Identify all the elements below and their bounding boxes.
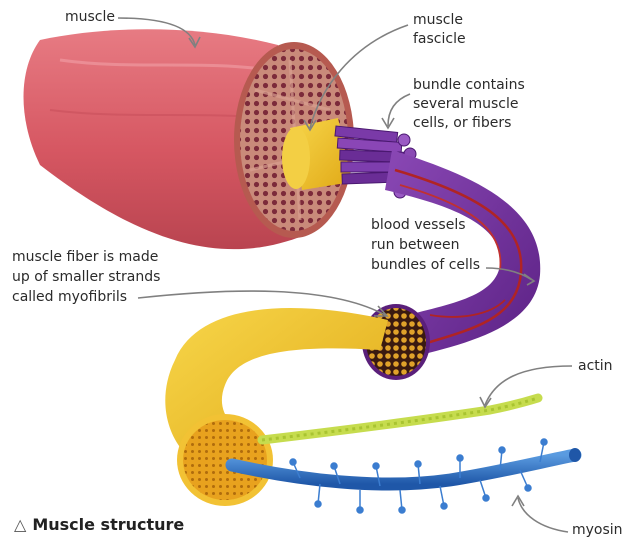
triangle-up-icon: △ [14,515,26,534]
label-bundle-line2: several muscle [413,96,519,113]
label-vessels-line3: bundles of cells [371,257,480,274]
actin-filament [262,398,538,440]
label-fascicle-line2: fascicle [413,31,466,48]
label-fiber-line3: called myofibrils [12,289,127,306]
label-fiber-line2: up of smaller strands [12,269,160,286]
label-muscle: muscle [65,9,115,26]
label-vessels-line1: blood vessels [371,217,466,234]
label-vessels-line2: run between [371,237,460,254]
label-actin: actin [578,358,613,375]
label-bundle-line3: cells, or fibers [413,115,511,132]
label-fascicle-line1: muscle [413,12,463,29]
leader-myosin [518,498,568,532]
label-myosin: myosin [572,522,623,539]
label-fiber-line1: muscle fiber is made [12,249,158,266]
myosin-filament [232,439,581,513]
caption-text: Muscle structure [32,515,184,534]
arrow-myosin [512,496,524,506]
label-bundle-line1: bundle contains [413,77,525,94]
figure-caption: △ Muscle structure [14,515,184,534]
